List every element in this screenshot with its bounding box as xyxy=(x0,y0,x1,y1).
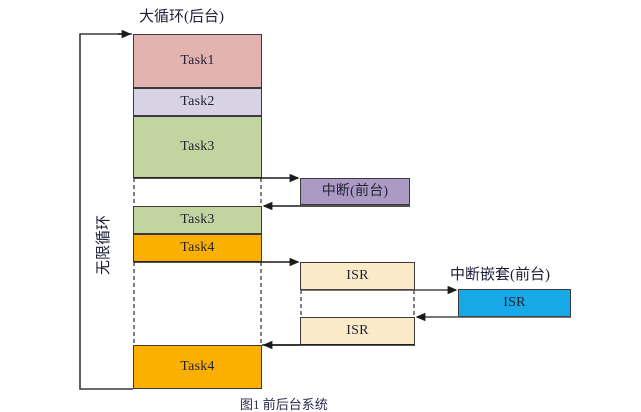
isr-block-nested[interactable]: ISR xyxy=(458,289,571,317)
task-block-task4-resume[interactable]: Task4 xyxy=(133,345,262,389)
interrupt-block[interactable]: 中断(前台) xyxy=(300,178,410,205)
task-block-task4[interactable]: Task4 xyxy=(133,234,262,262)
page-title: 大循环(后台) xyxy=(139,9,224,25)
task-block-task1[interactable]: Task1 xyxy=(133,34,262,88)
isr-block-first[interactable]: ISR xyxy=(300,262,415,290)
isr-block-resume[interactable]: ISR xyxy=(300,317,415,345)
task-block-task3-resume[interactable]: Task3 xyxy=(133,206,262,234)
task-block-task3[interactable]: Task3 xyxy=(133,116,262,178)
nested-interrupt-label: 中断嵌套(前台) xyxy=(450,267,550,283)
task-block-task2[interactable]: Task2 xyxy=(133,88,262,116)
infinite-loop-arrow xyxy=(79,33,133,390)
infinite-loop-label: 无限循环 xyxy=(96,214,112,275)
